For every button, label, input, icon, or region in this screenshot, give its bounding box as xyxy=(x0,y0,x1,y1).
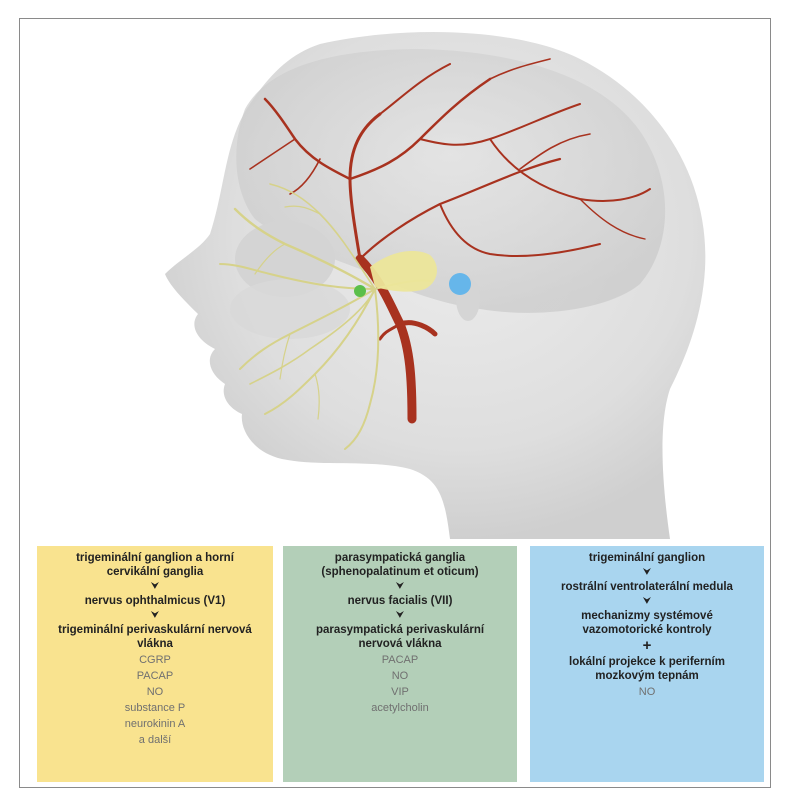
box1-item-2: nervus ophthalmicus (V1) xyxy=(84,595,226,607)
trigeminal-pathway-box: trigeminální ganglion a horní cervikální… xyxy=(37,546,273,782)
substance: substance P xyxy=(124,702,186,714)
substance: PACAP xyxy=(381,654,419,666)
box3-item-3: mechanizmy systémové vazomotorické kontr… xyxy=(581,610,713,636)
substance: acetylcholin xyxy=(371,702,429,714)
down-arrow-icon: ⮟ xyxy=(150,610,160,621)
trigeminal-ganglion xyxy=(370,251,437,292)
substance: CGRP xyxy=(139,654,171,666)
down-arrow-icon: ⮟ xyxy=(395,610,405,621)
figure-frame: trigeminální ganglion a horní cervikální… xyxy=(19,18,771,788)
box2-item-1: parasympatická ganglia (sphenopalatinum … xyxy=(321,552,479,578)
box3-extra: lokální projekce k periferním mozkovým t… xyxy=(569,656,725,682)
substance: NO xyxy=(391,670,409,682)
down-arrow-icon: ⮟ xyxy=(642,596,652,607)
box3-item-2: rostrální ventrolaterální medula xyxy=(561,581,733,593)
down-arrow-icon: ⮟ xyxy=(150,581,160,592)
substance: NO xyxy=(638,686,656,698)
box2-substances: PACAP NO VIP acetylcholin xyxy=(371,652,428,716)
box2-item-3: parasympatická perivaskulární nervová vl… xyxy=(315,624,485,650)
box1-substances: CGRP PACAP NO substance P neurokinin A a… xyxy=(125,652,186,748)
vasomotor-control-box: trigeminální ganglion ⮟ rostrální ventro… xyxy=(530,546,764,782)
down-arrow-icon: ⮟ xyxy=(395,581,405,592)
substance: a další xyxy=(138,734,172,746)
parasympathetic-pathway-box: parasympatická ganglia (sphenopalatinum … xyxy=(283,546,517,782)
arteries xyxy=(249,58,651,424)
substance: VIP xyxy=(391,686,409,698)
box3-item-1: trigeminální ganglion xyxy=(588,552,706,564)
substance: PACAP xyxy=(136,670,174,682)
brain-outline xyxy=(236,49,666,313)
box1-item-3: trigeminální perivaskulární nervová vlák… xyxy=(58,624,252,650)
head-illustration xyxy=(165,32,706,539)
ganglion-dot xyxy=(354,285,366,297)
blue-dot xyxy=(449,273,471,295)
down-arrow-icon: ⮟ xyxy=(642,567,652,578)
plus-sign: + xyxy=(642,637,652,654)
box3-substances: NO xyxy=(639,684,656,700)
substance: neurokinin A xyxy=(124,718,186,730)
box1-item-1: trigeminální ganglion a horní cervikální… xyxy=(76,552,234,578)
box2-item-2: nervus facialis (VII) xyxy=(347,595,453,607)
substance: NO xyxy=(146,686,164,698)
